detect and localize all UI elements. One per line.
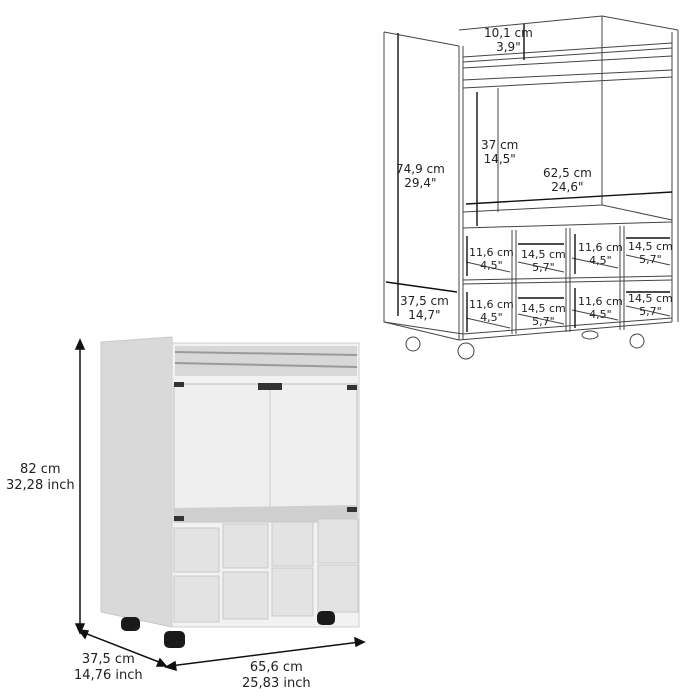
glass-height-cm: 37 cm bbox=[481, 138, 519, 152]
render-depth-inch: 14,76 inch bbox=[74, 668, 143, 683]
overall-inner-height-inch: 29,4" bbox=[404, 176, 437, 190]
render-depth-label: 37,5 cm 14,76 inch bbox=[74, 652, 143, 684]
inner-width-inch: 24,6" bbox=[551, 180, 584, 194]
cubby-width-cm: 14,5 cm bbox=[628, 240, 673, 253]
cubby-height-cm: 11,6 cm bbox=[469, 246, 514, 259]
cubby-height-inch: 4,5" bbox=[589, 308, 612, 321]
render-height-inch: 32,28 inch bbox=[6, 478, 75, 493]
cubby-height-inch: 4,5" bbox=[480, 311, 503, 324]
top-shelf-height-inch: 3,9" bbox=[496, 40, 521, 54]
render-width-inch: 25,83 inch bbox=[242, 676, 311, 691]
glass-compartment-height-label: 37 cm 14,5" bbox=[481, 138, 518, 166]
render-height-cm: 82 cm bbox=[20, 462, 61, 477]
top-shelf-height-cm: 10,1 cm bbox=[484, 26, 533, 40]
inner-width-label: 62,5 cm 24,6" bbox=[543, 166, 592, 194]
cubby-width-inch: 5,7" bbox=[532, 315, 555, 328]
cubby-width-cm: 14,5 cm bbox=[628, 292, 673, 305]
depth-label: 37,5 cm 14,7" bbox=[400, 294, 449, 322]
render-width-label: 65,6 cm 25,83 inch bbox=[242, 660, 311, 692]
render-height-label: 82 cm 32,28 inch bbox=[6, 462, 75, 494]
render-depth-cm: 37,5 cm bbox=[81, 652, 135, 667]
cubby-width-inch: 5,7" bbox=[639, 253, 662, 266]
cubby-width-cm: 14,5 cm bbox=[521, 248, 566, 261]
cubby-height-inch: 4,5" bbox=[480, 259, 503, 272]
cubby-width-cm: 14,5 cm bbox=[521, 302, 566, 315]
inner-width-cm: 62,5 cm bbox=[543, 166, 592, 180]
depth-cm: 37,5 cm bbox=[400, 294, 449, 308]
cubby-width-inch: 5,7" bbox=[532, 261, 555, 274]
cubby-height-inch: 4,5" bbox=[589, 254, 612, 267]
render-width-cm: 65,6 cm bbox=[249, 660, 303, 675]
cubby-width-inch: 5,7" bbox=[639, 305, 662, 318]
top-shelf-height-label: 10,1 cm 3,9" bbox=[484, 26, 533, 54]
cubby-height-cm: 11,6 cm bbox=[578, 241, 623, 254]
cubby-height-cm: 11,6 cm bbox=[469, 298, 514, 311]
overall-inner-height-cm: 74,9 cm bbox=[396, 162, 445, 176]
depth-inch: 14,7" bbox=[408, 308, 441, 322]
overall-inner-height-label: 74,9 cm 29,4" bbox=[396, 162, 445, 190]
glass-height-inch: 14,5" bbox=[483, 152, 516, 166]
cubby-height-cm: 11,6 cm bbox=[578, 295, 623, 308]
